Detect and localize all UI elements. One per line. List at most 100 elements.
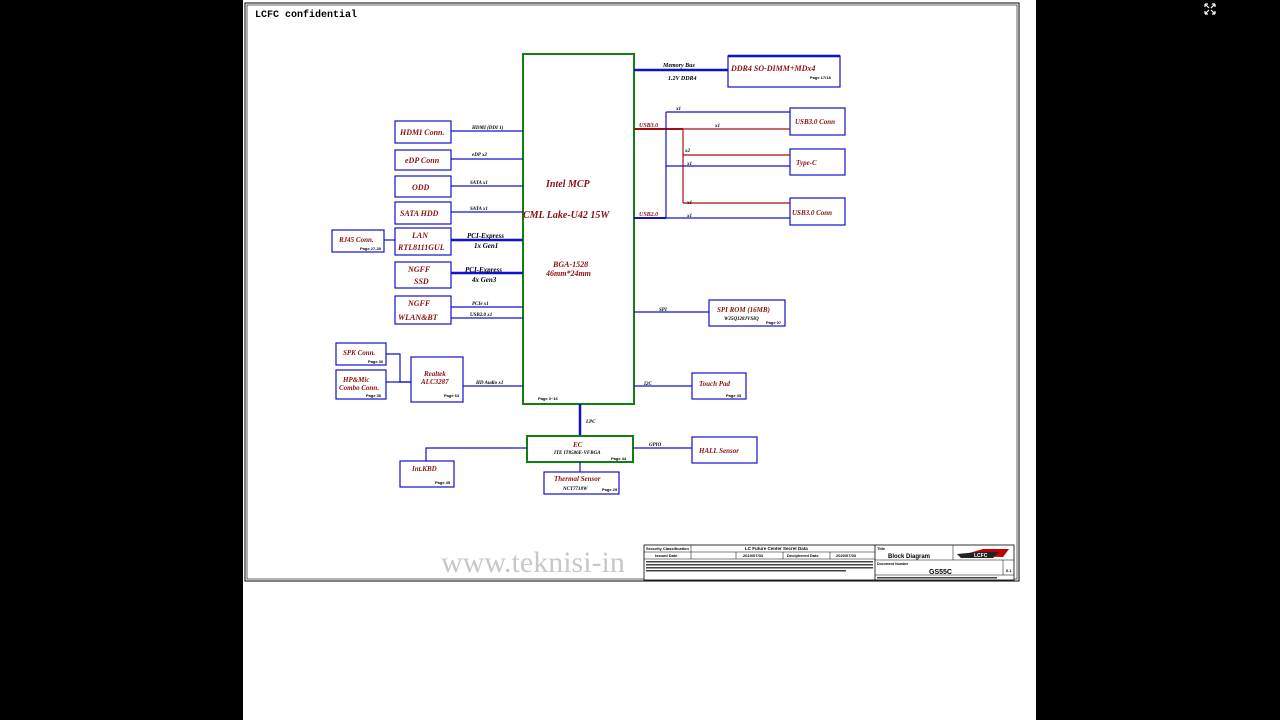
x1-label-3: x1: [686, 162, 692, 167]
block-diagram: LCFC confidential www.teknisi-in Intel M…: [244, 2, 1020, 582]
lan-title: LAN: [411, 231, 429, 240]
ngff-wlan-title: NGFF: [407, 299, 431, 308]
int-kbd-label: Int.KBD: [411, 465, 437, 473]
edp-conn-label: eDP Conn: [405, 156, 440, 165]
sheet-inner-border: [246, 4, 1018, 580]
odd-signal: SATA x1: [470, 181, 488, 186]
lan-signal-type: PCI-Express: [467, 232, 504, 240]
ec-title: EC: [572, 441, 583, 449]
ngff-wlan-sub: WLAN&BT: [398, 313, 439, 322]
thermal-sensor-title: Thermal Sensor: [554, 475, 601, 483]
watermark: www.teknisi-in: [441, 546, 625, 579]
memory-bus-label: Memory Bus: [662, 63, 696, 69]
spi-signal: SPI: [659, 308, 668, 313]
realtek-chip: ALC3287: [420, 378, 449, 386]
hp-mic-block: [335, 369, 387, 400]
int-kbd-page-ref: Page 45: [435, 480, 451, 485]
x1-label-1: x1: [675, 107, 681, 112]
odd-label: ODD: [412, 183, 430, 192]
thermal-page-ref: Page 29: [602, 487, 618, 492]
x2-label: x2: [684, 149, 691, 154]
spk-conn-label: SPK Conn.: [343, 349, 376, 357]
spk-page-ref: Page 30: [368, 359, 384, 364]
x1-label-4: x1: [686, 201, 692, 206]
ngff-ssd-block: [394, 261, 452, 289]
lan-signal-gen: 1x Gen1: [474, 242, 498, 250]
hp-mic-sub: Combo Conn.: [339, 384, 379, 392]
title-value: Block Diagram: [888, 554, 930, 560]
type-c-label: Type-C: [796, 159, 817, 167]
issued-date-header: Issued Date: [655, 553, 678, 558]
touch-pad-label: Touch Pad: [699, 380, 731, 388]
spi-rom-title: SPI ROM (16MB): [717, 306, 770, 314]
ec-chip: ITE IT8586E-VFBGA: [553, 451, 601, 456]
expand-icon[interactable]: [1203, 2, 1217, 16]
rj45-conn-block: [331, 229, 385, 253]
usb3-conn-a-label: USB3.0 Conn: [795, 118, 835, 126]
wlan-signal-usb: USB2.0 x1: [470, 313, 492, 318]
cpu-page-ref: Page 3~16: [538, 396, 558, 401]
spi-rom-chip: W25Q128JVSIQ: [724, 317, 759, 322]
hall-sensor-block: [691, 436, 758, 464]
spk-wire: [386, 353, 411, 383]
cpu-package: BGA-1528: [552, 260, 588, 269]
cpu-title: Intel MCP: [545, 179, 591, 190]
x1-label-5: x1: [686, 214, 692, 219]
lan-block: [394, 227, 452, 256]
x1-label-2: x1: [714, 124, 720, 129]
type-c-block: [789, 148, 846, 176]
security-classification-header: Security Classification: [646, 546, 689, 551]
document-number-value: GS55C: [929, 569, 952, 576]
i2c-signal: I2C: [643, 382, 652, 387]
ssd-signal-type: PCI-Express: [465, 266, 502, 274]
rj45-conn-label: RJ45 Conn.: [338, 236, 374, 244]
memory-type-label: 1.2V DDR4: [668, 76, 697, 82]
lan-chip: RTL8111GUL: [397, 243, 445, 252]
issued-date-value: 2019/07/03: [743, 553, 764, 558]
hdmi-signal: HDMI (DDI 1): [471, 126, 504, 131]
hdmi-conn-label: HDMI Conn.: [399, 128, 444, 137]
thermal-sensor-chip: NCT7718W: [562, 487, 588, 492]
edp-signal: eDP x2: [472, 153, 487, 158]
usb3-conn-b-label: USB3.0 Conn: [792, 209, 832, 217]
lpc-signal: LPC: [585, 420, 596, 425]
gpio-signal: GPIO: [649, 443, 662, 448]
hd-audio-signal: HD Audio x1: [475, 381, 503, 386]
sata-hdd-label: SATA HDD: [400, 209, 439, 218]
ngff-wlan-block: [394, 295, 452, 325]
usb3-conn-a-block: [789, 107, 846, 136]
edp-conn-block: [394, 149, 452, 171]
rj45-page-ref: Page 27-28: [360, 246, 382, 251]
hp-mic-page-ref: Page 30: [366, 393, 382, 398]
usb2-label: USB2.0: [639, 212, 658, 218]
usb3-conn-b-block: [789, 197, 846, 226]
document-number-header: Document Number: [877, 562, 909, 566]
deciphered-date-value: 2020/07/03: [836, 553, 857, 558]
thermal-sensor-block: [543, 471, 620, 495]
hp-mic-title: HP&Mic: [342, 376, 369, 384]
int-kbd-block: [399, 460, 455, 488]
realtek-title: Realtek: [423, 370, 446, 378]
ssd-signal-gen: 4x Gen3: [471, 276, 497, 284]
usb3-label: USB3.0: [639, 123, 658, 129]
realtek-page-ref: Page 63: [444, 393, 460, 398]
ddr4-label: DDR4 SO-DIMM+MDx4: [730, 64, 815, 73]
cpu-model: CML Lake-U42 15W: [523, 210, 610, 221]
lcfc-logo: LCFC: [955, 546, 1013, 559]
logo-text: LCFC: [974, 553, 988, 559]
cpu-block: [522, 53, 635, 405]
ngff-ssd-title: NGFF: [407, 265, 431, 274]
confidential-label: LCFC confidential: [255, 9, 357, 21]
revision-value: 0.1: [1006, 568, 1012, 573]
hall-sensor-label: HALL Sensor: [698, 447, 739, 455]
touch-pad-page-ref: Page 43: [726, 393, 742, 398]
deciphered-date-header: Deciphered Date: [787, 553, 819, 558]
sata-hdd-block: [394, 201, 452, 225]
ngff-ssd-sub: SSD: [414, 277, 429, 286]
title-block: Security Classification LC Future Center…: [643, 544, 1015, 581]
cpu-size: 46mm*24mm: [545, 269, 591, 278]
schematic-sheet: LCFC confidential www.teknisi-in Intel M…: [243, 0, 1036, 720]
ec-page-ref: Page 44: [611, 456, 627, 461]
title-header: Title: [877, 546, 886, 551]
spi-rom-block: [708, 299, 786, 327]
